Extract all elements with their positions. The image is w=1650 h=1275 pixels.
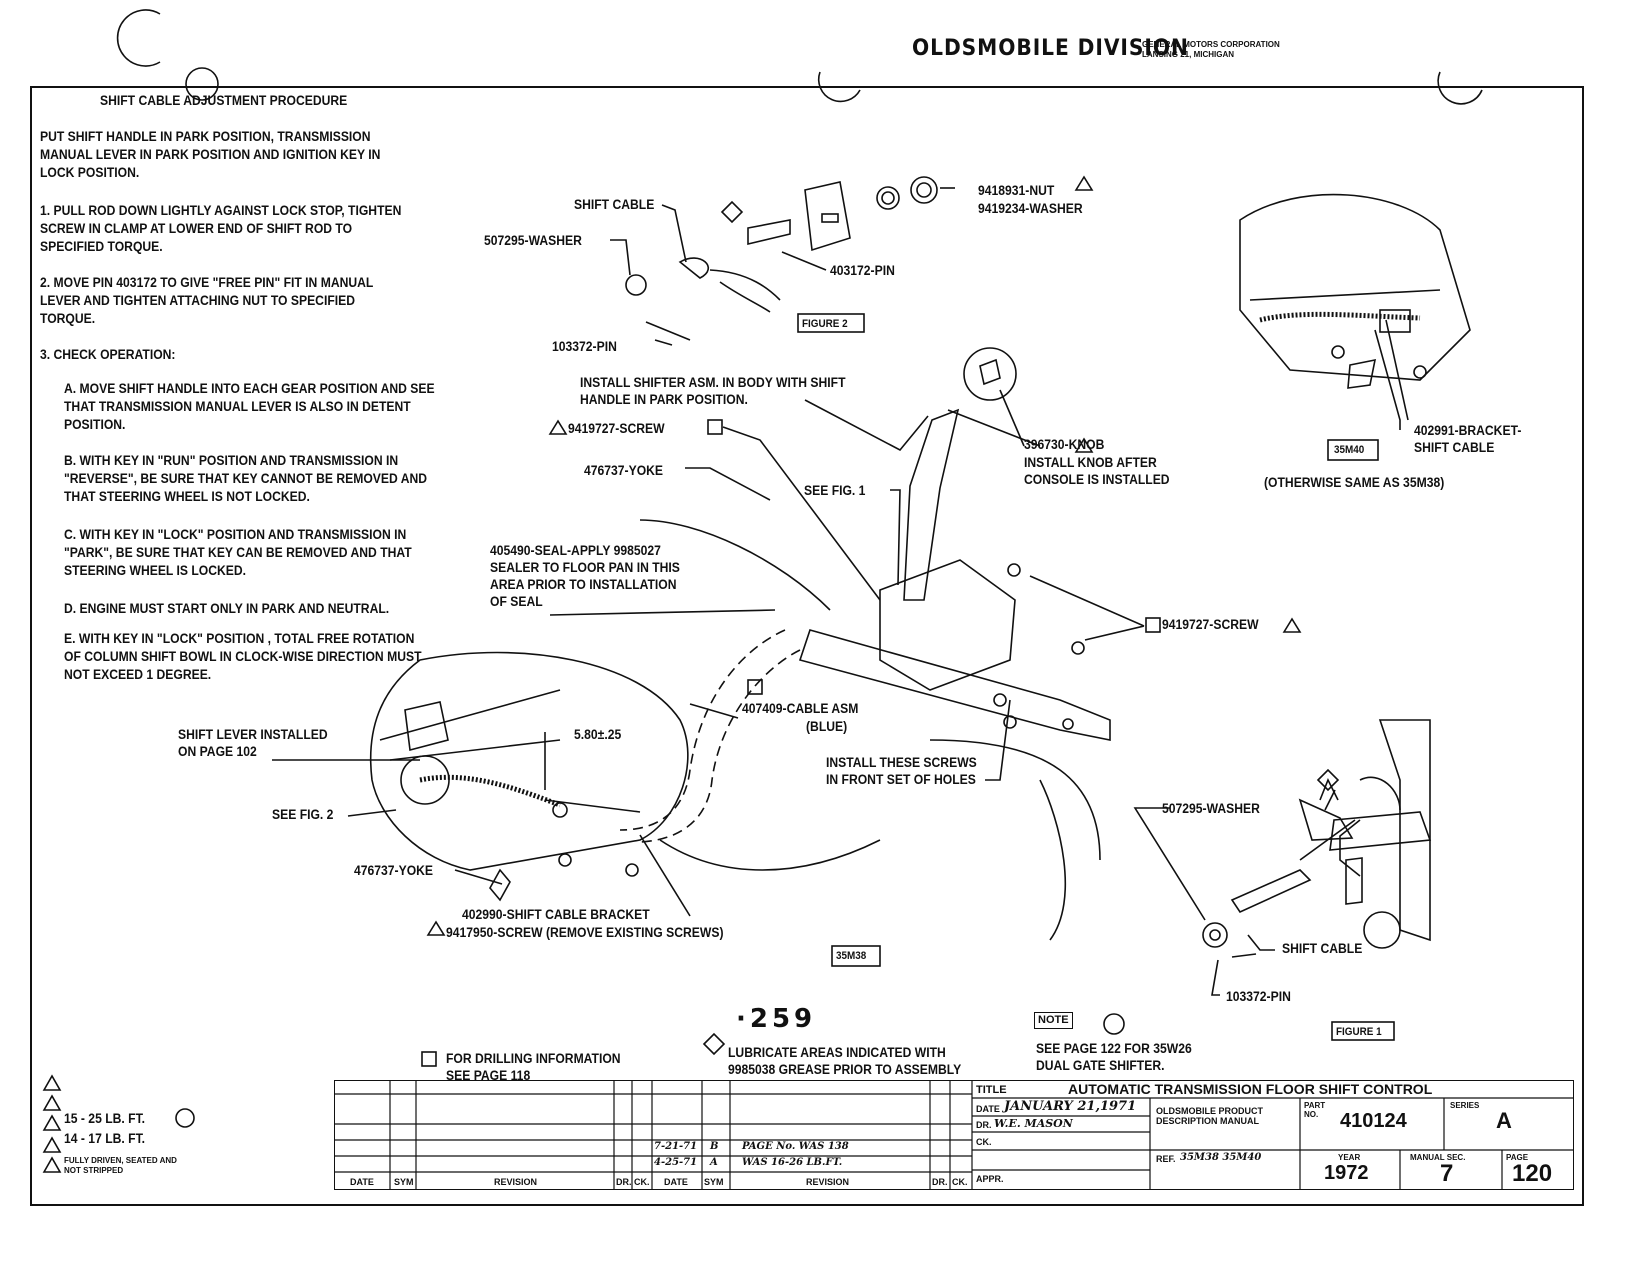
rev1-sym: B — [710, 1141, 719, 1152]
legend-torque-a: 15 - 25 LB. FT. — [64, 1111, 146, 1126]
procedure-step-d: D. ENGINE MUST START ONLY IN PARK AND NE… — [64, 601, 390, 616]
figure-2-caption: FIGURE 2 — [802, 318, 848, 330]
label-screw-top: 9419727-SCREW — [568, 421, 665, 436]
tb-title-label: TITLE — [976, 1084, 1007, 1096]
corp-line-2: LANSING 21, MICHIGAN — [1142, 50, 1235, 59]
note-lubricate: LUBRICATE AREAS INDICATED WITH 9985038 G… — [728, 1045, 962, 1077]
note-tag: NOTE — [1034, 1012, 1073, 1029]
tb-title: AUTOMATIC TRANSMISSION FLOOR SHIFT CONTR… — [1068, 1081, 1433, 1097]
tb-date-label: DATE — [976, 1104, 1000, 1114]
label-install-screws: INSTALL THESE SCREWS IN FRONT SET OF HOL… — [826, 755, 977, 787]
legend-fully-driven: FULLY DRIVEN, SEATED AND NOT STRIPPED — [64, 1156, 177, 1175]
rev1-text: PAGE No. WAS 138 — [742, 1141, 849, 1152]
tb-part-number: 410124 — [1340, 1110, 1407, 1132]
tb-h-sym-right: SYM — [704, 1177, 724, 1187]
label-washer-fig1: 507295-WASHER — [1162, 801, 1260, 816]
rev2-date: 4-25-71 — [654, 1157, 698, 1168]
variant-35m40: 35M40 — [1334, 444, 1365, 456]
label-cable-color: (BLUE) — [806, 719, 848, 734]
tb-h-date-right: DATE — [664, 1177, 688, 1187]
note-drilling: FOR DRILLING INFORMATION SEE PAGE 118 — [446, 1051, 621, 1083]
tb-section-label: MANUAL SEC. — [1410, 1153, 1466, 1162]
tb-year-label: YEAR — [1338, 1153, 1361, 1162]
note-text: SEE PAGE 122 FOR 35W26 DUAL GATE SHIFTER… — [1036, 1041, 1192, 1073]
label-yoke-bottom: 476737-YOKE — [354, 863, 434, 878]
label-washer-fig2: 507295-WASHER — [484, 233, 582, 248]
rev1-date: 7-21-71 — [654, 1141, 698, 1152]
procedure-step-a: A. MOVE SHIFT HANDLE INTO EACH GEAR POSI… — [64, 381, 435, 432]
tb-h-rev-right: REVISION — [806, 1177, 850, 1187]
tb-dr-label: DR. — [976, 1120, 992, 1130]
tb-ck-label: CK. — [976, 1137, 992, 1147]
label-nut: 9418931-NUT — [978, 183, 1055, 198]
label-pin-fig2: 103372-PIN — [552, 339, 617, 354]
tb-series: A — [1496, 1108, 1512, 1133]
tb-page: 120 — [1512, 1160, 1553, 1187]
procedure-intro: PUT SHIFT HANDLE IN PARK POSITION, TRANS… — [40, 129, 381, 180]
label-screw-right: 9419727-SCREW — [1162, 617, 1259, 632]
tb-h-rev-left: REVISION — [494, 1177, 538, 1187]
label-otherwise: (OTHERWISE SAME AS 35M38) — [1264, 475, 1445, 490]
label-knob: 396730-KNOB — [1024, 437, 1105, 452]
corporation-name: GENERAL MOTORS CORPORATION LANSING 21, M… — [1142, 40, 1280, 60]
tb-appr-label: APPR. — [976, 1174, 1004, 1184]
label-shift-cable-fig1: SHIFT CABLE — [1282, 941, 1363, 956]
tb-date: JANUARY 21,1971 — [1004, 1099, 1137, 1114]
tb-h-date-left: DATE — [350, 1177, 374, 1187]
corp-line-1: GENERAL MOTORS CORPORATION — [1142, 40, 1280, 49]
legend-torque-b: 14 - 17 LB. FT. — [64, 1131, 146, 1146]
label-see-fig-2: SEE FIG. 2 — [272, 807, 334, 822]
tb-ref: 35M38 35M40 — [1180, 1152, 1262, 1163]
label-bracket: 402990-SHIFT CABLE BRACKET — [462, 907, 650, 922]
rev2-text: WAS 16-26 LB.FT. — [742, 1157, 843, 1168]
label-see-fig-1: SEE FIG. 1 — [804, 483, 866, 498]
tb-part-label: PART NO. — [1304, 1101, 1326, 1119]
procedure-step-1: 1. PULL ROD DOWN LIGHTLY AGAINST LOCK ST… — [40, 203, 402, 254]
label-seal: 405490-SEAL-APPLY 9985027 SEALER TO FLOO… — [490, 543, 680, 609]
division-title: OLDSMOBILE DIVISION — [912, 36, 1189, 61]
variant-35m38: 35M38 — [836, 950, 867, 962]
tb-year: 1972 — [1324, 1162, 1369, 1184]
tb-series-label: SERIES — [1450, 1101, 1480, 1110]
rev2-sym: A — [710, 1157, 718, 1168]
tb-manual: OLDSMOBILE PRODUCT DESCRIPTION MANUAL — [1156, 1106, 1263, 1126]
tb-h-dr-left: DR. — [616, 1177, 632, 1187]
tb-h-dr-right: DR. — [932, 1177, 948, 1187]
procedure-step-3: 3. CHECK OPERATION: — [40, 347, 176, 362]
procedure-step-e: E. WITH KEY IN "LOCK" POSITION , TOTAL F… — [64, 631, 422, 682]
label-cable-asm: 407409-CABLE ASM — [742, 701, 859, 716]
procedure-step-b: B. WITH KEY IN "RUN" POSITION AND TRANSM… — [64, 453, 428, 504]
tb-h-ck-right: CK. — [952, 1177, 968, 1187]
label-shift-cable-fig2: SHIFT CABLE — [574, 197, 655, 212]
label-install-shifter: INSTALL SHIFTER ASM. IN BODY WITH SHIFT … — [580, 375, 846, 407]
procedure-title: SHIFT CABLE ADJUSTMENT PROCEDURE — [100, 93, 348, 108]
label-screw-bracket: 9417950-SCREW (REMOVE EXISTING SCREWS) — [446, 925, 724, 940]
label-dimension: 5.80±.25 — [574, 727, 622, 742]
procedure-step-2: 2. MOVE PIN 403172 TO GIVE "FREE PIN" FI… — [40, 275, 374, 326]
tb-h-sym-left: SYM — [394, 1177, 414, 1187]
tb-h-ck-left: CK. — [634, 1177, 650, 1187]
label-shift-lever: SHIFT LEVER INSTALLED ON PAGE 102 — [178, 727, 328, 759]
label-bracket-35m40: 402991-BRACKET-SHIFT CABLE — [1414, 423, 1522, 455]
page-stamp: ·259 — [736, 1004, 817, 1034]
tb-section: 7 — [1440, 1160, 1454, 1187]
figure-1-caption: FIGURE 1 — [1336, 1026, 1382, 1038]
label-knob-note: INSTALL KNOB AFTER CONSOLE IS INSTALLED — [1024, 455, 1170, 487]
label-yoke-top: 476737-YOKE — [584, 463, 664, 478]
procedure-step-c: C. WITH KEY IN "LOCK" POSITION AND TRANS… — [64, 527, 412, 578]
tb-drawn-by: W.E. MASON — [994, 1117, 1073, 1130]
label-washer-nut: 9419234-WASHER — [978, 201, 1083, 216]
tb-page-label: PAGE — [1506, 1153, 1529, 1162]
label-pin-fig1: 103372-PIN — [1226, 989, 1291, 1004]
title-block — [334, 1080, 1574, 1190]
tb-ref-label: REF. — [1156, 1154, 1176, 1164]
drawing-frame — [30, 86, 1584, 1206]
label-pin-403172: 403172-PIN — [830, 263, 895, 278]
